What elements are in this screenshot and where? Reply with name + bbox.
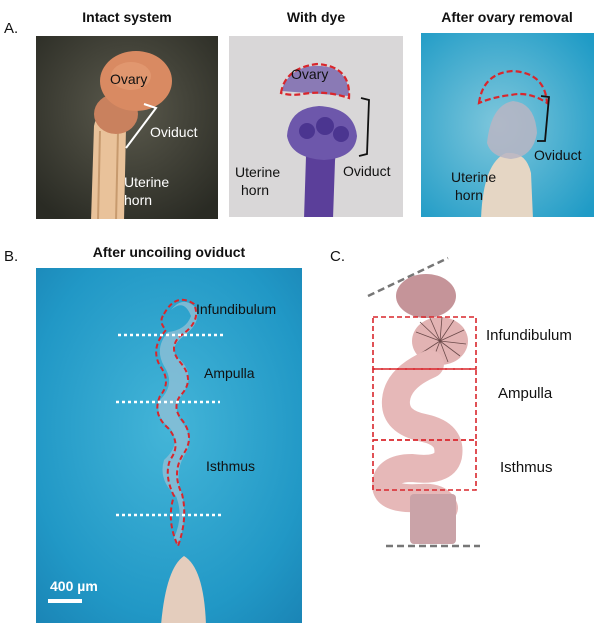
photo-after-ovary-removal: Oviduct Uterine horn (421, 33, 594, 217)
region-isthmus-b: Isthmus (206, 458, 256, 474)
panel-b-label: B. (4, 248, 19, 265)
region-ampulla-c: Ampulla (498, 385, 553, 402)
region-isthmus-c: Isthmus (500, 459, 553, 476)
label-uterine-a1: Uterine (124, 174, 170, 190)
panel-a-label: A. (4, 20, 19, 37)
region-infundibulum-b: Infundibulum (196, 301, 277, 317)
label-horn-a1: horn (124, 192, 153, 208)
photo-uncoiled-oviduct: Infundibulum Ampulla Isthmus 400 µm (36, 268, 302, 623)
label-ovary-a2: Ovary (291, 66, 329, 82)
photo-intact-system: Ovary Oviduct Uterine horn (36, 36, 218, 219)
schematic-oviduct (367, 256, 480, 548)
label-ovary-a1: Ovary (110, 71, 148, 87)
photo-with-dye: Ovary Oviduct Uterine horn (229, 36, 403, 217)
panel-b-title: After uncoiling oviduct (92, 244, 246, 260)
label-horn-a2: horn (241, 182, 270, 198)
label-oviduct-a1: Oviduct (150, 124, 198, 140)
panel-c-label: C. (330, 248, 345, 265)
region-infundibulum-c: Infundibulum (486, 327, 572, 344)
label-uterine-a3: Uterine (451, 169, 497, 185)
label-uterine-a2: Uterine (235, 164, 281, 180)
panel-a1-title: Intact system (82, 9, 172, 25)
panel-a2-title: With dye (286, 9, 346, 25)
label-oviduct-a2: Oviduct (343, 163, 391, 179)
panel-a3-title: After ovary removal (441, 9, 573, 25)
region-ampulla-b: Ampulla (204, 365, 255, 381)
scale-bar-label: 400 µm (50, 578, 98, 594)
label-oviduct-a3: Oviduct (534, 147, 582, 163)
label-horn-a3: horn (455, 187, 484, 203)
